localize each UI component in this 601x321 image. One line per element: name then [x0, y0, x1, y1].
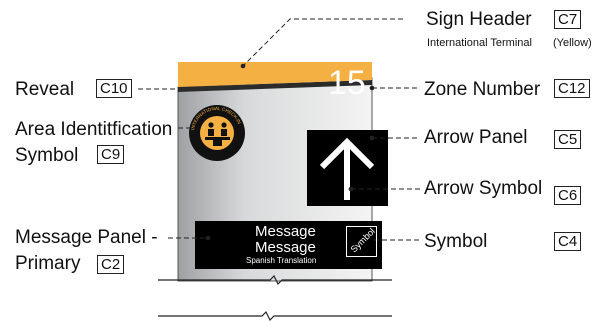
sign-header-label: Sign Header [426, 9, 532, 30]
reveal-strip [178, 80, 372, 92]
message-panel-label-line1: Message Panel - [15, 227, 158, 248]
arrow-up-icon [319, 137, 375, 200]
area-id-label-line1: Area Identitfication [15, 119, 173, 140]
leader-dots [205, 63, 375, 241]
arrow-symbol-code: C6 [554, 186, 582, 205]
zone-number-code: C12 [554, 79, 590, 98]
zone-number: 15 [328, 64, 366, 102]
arrow-panel-code: C5 [554, 130, 582, 149]
check-in-desk-icon [205, 122, 230, 146]
symbol-code: C4 [554, 232, 582, 251]
message-subtitle: Spanish Translation [246, 256, 317, 265]
sign-header-note: (Yellow) [553, 37, 592, 49]
arrow-symbol-label: Arrow Symbol [424, 178, 543, 199]
zone-number-label: Zone Number [424, 79, 541, 100]
message-line-2: Message [255, 239, 316, 256]
symbol-label: Symbol [424, 231, 488, 252]
break-lines [158, 274, 392, 321]
reveal-code: C10 [96, 79, 132, 98]
message-line-1: Message [255, 223, 316, 240]
leader-lines [138, 18, 420, 241]
arrow-panel-label: Arrow Panel [424, 127, 528, 148]
message-panel-label-line2: Primary [15, 253, 81, 274]
reveal-label: Reveal [15, 79, 75, 100]
sign-header-subtitle: International Terminal [427, 37, 532, 49]
area-id-label-line2: Symbol [15, 145, 79, 166]
message-panel [195, 221, 382, 269]
message-panel-code: C2 [97, 255, 125, 274]
sign-header [178, 62, 372, 87]
symbol-box [346, 226, 377, 257]
sign-header-code: C7 [554, 10, 582, 29]
area-id-code: C9 [97, 145, 125, 164]
